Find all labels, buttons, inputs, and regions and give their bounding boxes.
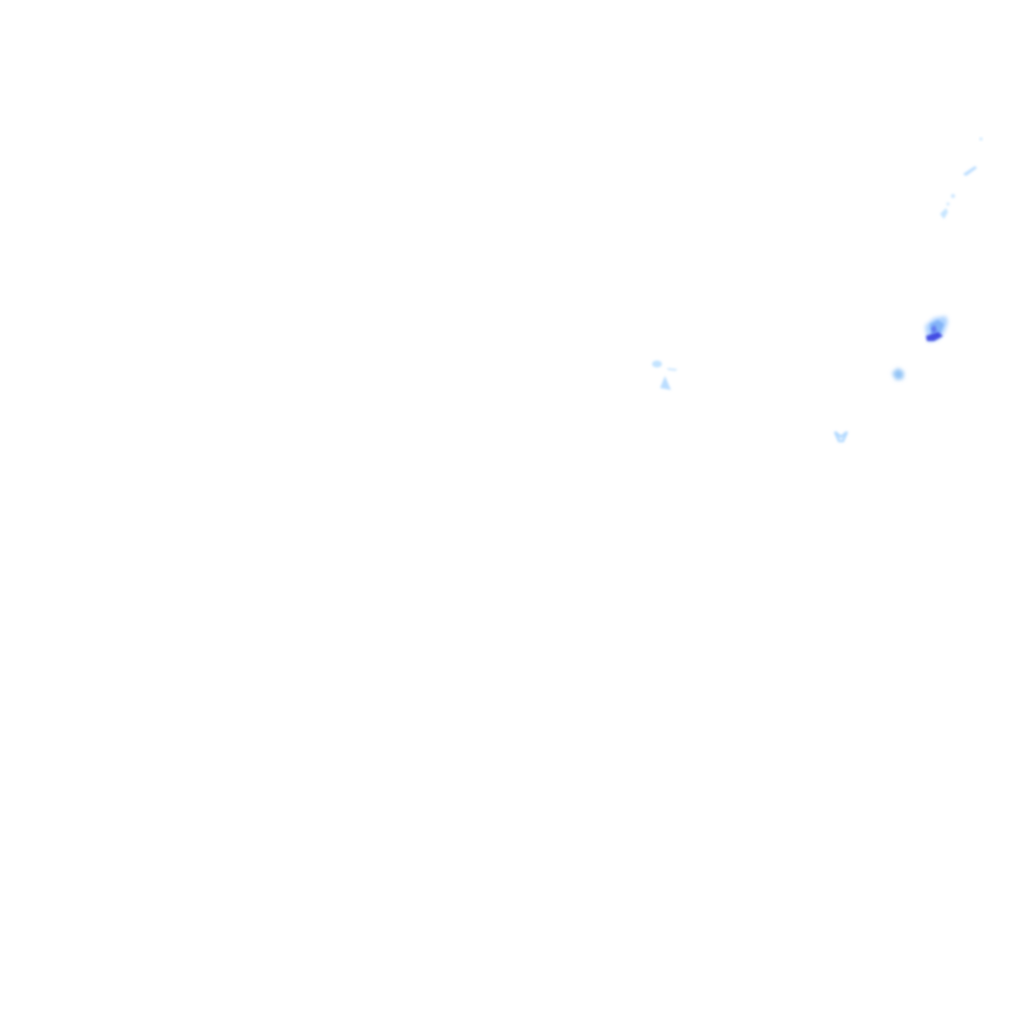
precip-cell-northeast-dots: [946, 194, 955, 206]
precip-cell-central-west: [652, 360, 677, 390]
precip-cell-far-northeast: [979, 137, 983, 141]
precip-cell-main-storm: [925, 316, 948, 342]
precip-cell-southeast-ring: [833, 431, 849, 443]
precip-cell-northeast-streak: [963, 166, 977, 176]
precip-cell-east-blob: [892, 368, 904, 380]
precip-cell-northeast-small: [940, 208, 948, 219]
